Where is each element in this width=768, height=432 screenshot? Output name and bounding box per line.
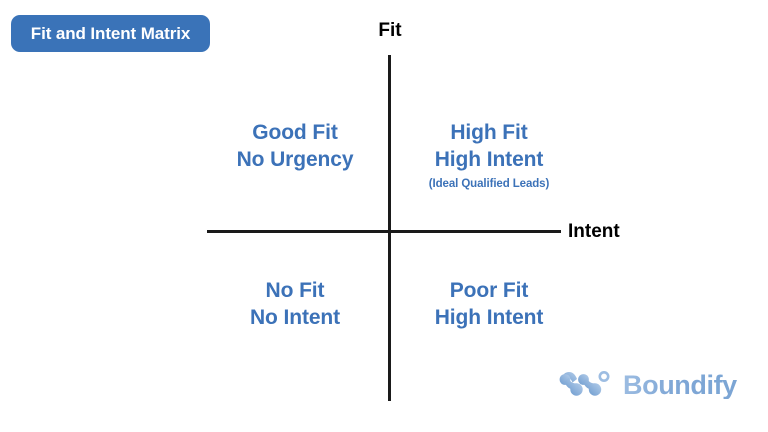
vertical-axis-label: Fit (378, 20, 402, 41)
wave-dots-icon (558, 370, 614, 400)
quadrant-bottom-right-line2: High Intent (434, 305, 544, 329)
quadrant-top-right: High Fit High Intent (Ideal Qualified Le… (428, 120, 550, 191)
quadrant-bottom-left-line1: No Fit (265, 279, 325, 302)
quadrant-top-left: Good Fit No Urgency (237, 120, 354, 174)
quadrant-top-left-line1: Good Fit (252, 121, 338, 144)
vertical-axis-line (388, 55, 391, 401)
quadrant-top-right-sublabel: (Ideal Qualified Leads) (428, 177, 550, 190)
quadrant-bottom-right-line1: Poor Fit (449, 279, 529, 302)
quadrant-top-right-line2: High Intent (434, 147, 544, 171)
brand-logo: Boundify (558, 370, 737, 400)
page-title: Fit and Intent Matrix (30, 24, 191, 43)
quadrant-bottom-left: No Fit No Intent (250, 278, 340, 332)
horizontal-axis-label: Intent (568, 221, 620, 242)
quadrant-top-right-line1: High Fit (450, 121, 528, 144)
quadrant-bottom-right: Poor Fit High Intent (435, 278, 544, 332)
brand-name: Boundify (623, 369, 737, 400)
horizontal-axis-line (207, 230, 561, 233)
quadrant-top-left-line2: No Urgency (236, 147, 354, 171)
quadrant-bottom-left-line2: No Intent (249, 305, 341, 329)
page-title-badge: Fit and Intent Matrix (11, 15, 210, 52)
